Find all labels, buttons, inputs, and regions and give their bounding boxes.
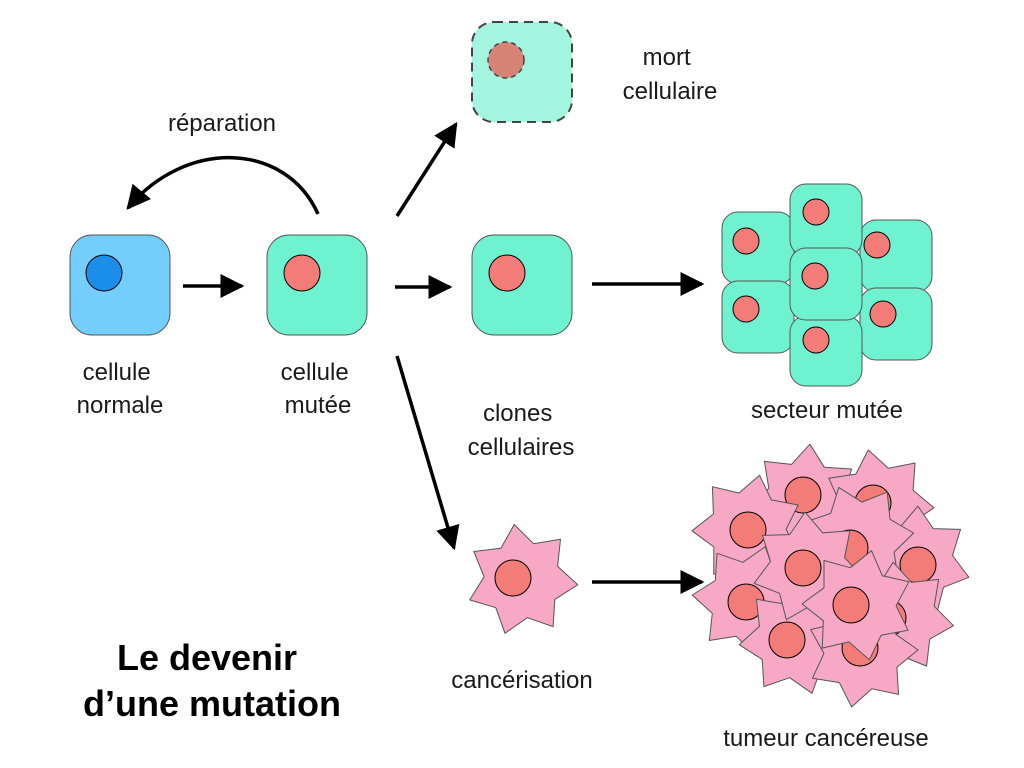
sector-cell-body [721, 280, 795, 354]
normal-cell-nucleus [85, 254, 123, 292]
sector-cell-nucleus [802, 198, 830, 226]
mutated-cell-body [266, 234, 368, 336]
sector-cell-nucleus [863, 231, 891, 259]
mutated-sector-label: secteur mutée [751, 397, 903, 424]
arrow-mutated-to-cancer [395, 355, 460, 551]
tumor-cluster [691, 443, 970, 708]
sector-cell-body [789, 247, 863, 321]
mutated-cell-label-line1: cellule [281, 359, 349, 386]
sector-cell [789, 247, 863, 321]
labels: réparation cellule normale cellule mutée… [77, 44, 929, 752]
mutated-cell-nucleus [283, 254, 321, 292]
clone-cell [471, 234, 573, 336]
sector-cell-body [859, 287, 933, 361]
mutated-cell-label: cellule mutée [281, 359, 356, 419]
clones-label-line1: clones [483, 400, 552, 427]
mutated-cell [266, 234, 368, 336]
sector-cell-nucleus [802, 326, 830, 354]
clone-cell-body [471, 234, 573, 336]
tumor-cell-nucleus [729, 511, 767, 549]
page-title-line1: Le devenir [117, 637, 297, 678]
sector-cell [721, 211, 795, 285]
page-title-line2: d’une mutation [83, 683, 341, 724]
sector-cell-nucleus [801, 262, 829, 290]
page-title: Le devenir d’une mutation [83, 637, 341, 724]
sector-cell-body [721, 211, 795, 285]
normal-cell-label-line1: cellule [83, 359, 151, 386]
cell-death-label-line2: cellulaire [623, 78, 718, 105]
arrows [126, 121, 705, 594]
tumor-cell-nucleus [784, 549, 822, 587]
clones-label-line2: cellulaires [468, 434, 575, 461]
clone-cell-nucleus [488, 254, 526, 292]
dead-cell [471, 21, 573, 123]
sector-cell [859, 287, 933, 361]
sector-cell [721, 280, 795, 354]
sector-cell [859, 219, 933, 293]
normal-cell-label-line2: normale [77, 392, 164, 419]
clones-label: clones cellulaires [468, 400, 575, 461]
sector-cell [789, 315, 863, 387]
cancerization-label: cancérisation [451, 667, 592, 694]
normal-cell-label: cellule normale [77, 359, 164, 419]
dead-cell-body [471, 21, 573, 123]
normal-cell [69, 234, 171, 336]
cancer-cell [469, 524, 579, 634]
tumor-cell-nucleus [768, 621, 806, 659]
sector-cell-nucleus [732, 227, 760, 255]
mutated-sector-cluster [721, 183, 933, 387]
sector-cell-nucleus [869, 300, 897, 328]
arrow-repair [126, 155, 320, 215]
normal-cell-body [69, 234, 171, 336]
sector-cell-body [789, 315, 863, 387]
sector-cell-nucleus [732, 295, 760, 323]
cell-death-label-line1: mort [643, 44, 691, 71]
dead-cell-nucleus [487, 41, 525, 79]
tumor-label: tumeur cancéreuse [723, 725, 928, 752]
repair-label: réparation [168, 110, 276, 137]
cell-death-label: mort cellulaire [623, 44, 718, 105]
tumor-cell [801, 550, 910, 661]
sector-cell [789, 183, 863, 257]
mutated-cell-label-line2: mutée [285, 392, 352, 419]
tumor-cell-nucleus [832, 586, 870, 624]
cancer-cell-nucleus [494, 559, 532, 597]
arrow-mutated-to-death [395, 121, 458, 217]
